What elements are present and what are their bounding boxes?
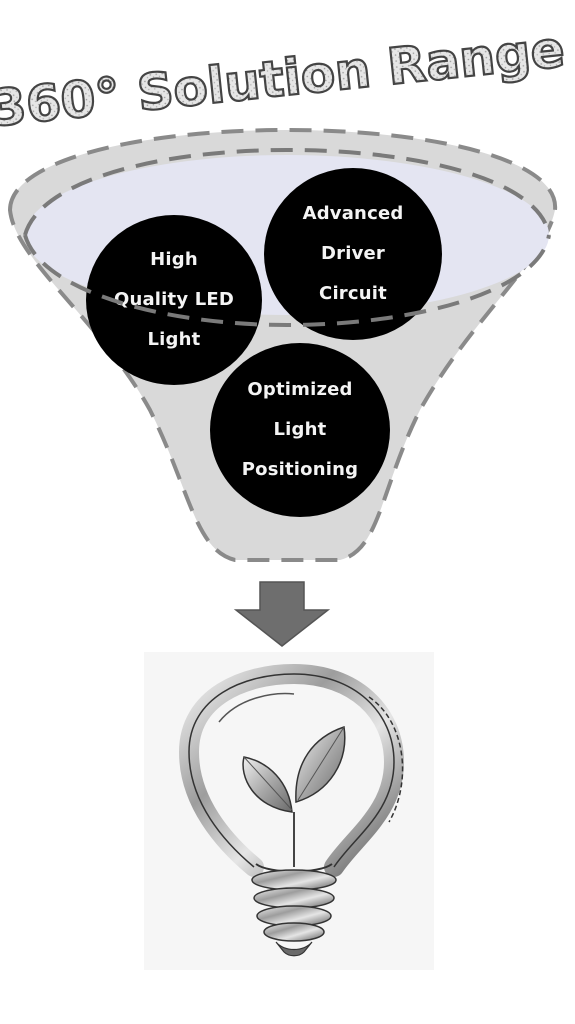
circle-opt-line-2: Light bbox=[273, 419, 327, 440]
title-art: 360° Solution Range bbox=[0, 19, 568, 139]
circle-opt-line-3: Positioning bbox=[241, 459, 359, 480]
circle-led-line-3: Light bbox=[147, 329, 201, 350]
circle-high-quality-led-light: High Quality LED Light bbox=[86, 215, 262, 385]
diagram-title: 360° Solution Range bbox=[0, 0, 575, 139]
circle-driver-line-3: Circuit bbox=[319, 283, 387, 304]
circle-led-line-1: High bbox=[150, 249, 198, 270]
circle-driver-line-1: Advanced bbox=[302, 203, 404, 224]
lightbulb-leaf-icon bbox=[178, 663, 405, 957]
circle-driver-line-2: Driver bbox=[320, 243, 385, 264]
circle-advanced-driver-circuit: Advanced Driver Circuit bbox=[264, 168, 442, 340]
circle-optimized-light-positioning: Optimized Light Positioning bbox=[210, 343, 390, 517]
down-arrow-icon bbox=[233, 581, 331, 647]
circle-opt-line-1: Optimized bbox=[247, 379, 353, 400]
lightbulb-panel bbox=[144, 652, 434, 970]
circle-led-line-2: Quality LED bbox=[113, 289, 235, 310]
